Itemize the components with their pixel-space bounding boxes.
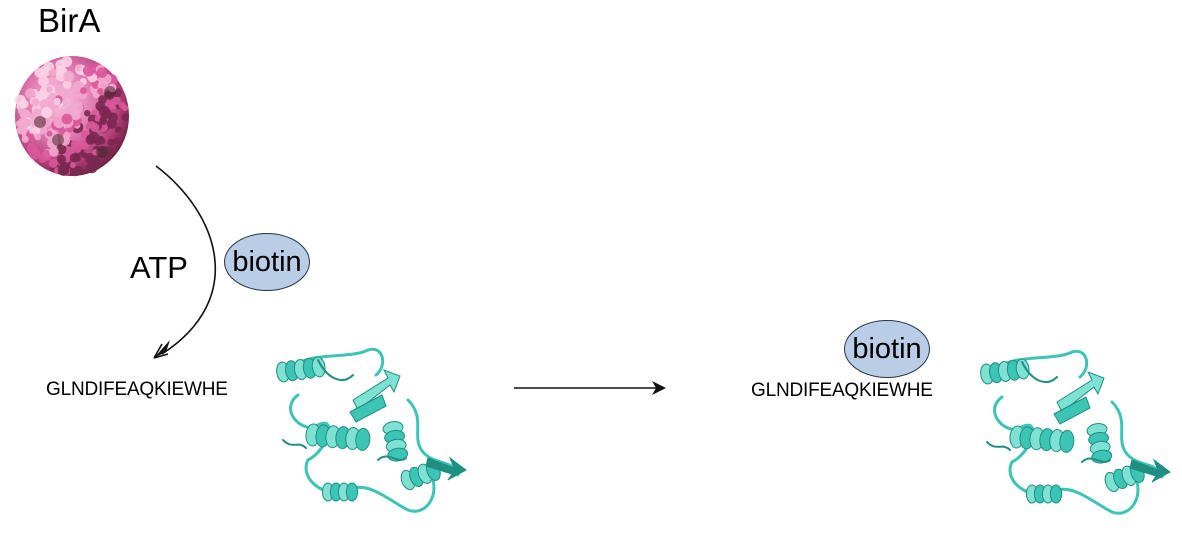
biotin-left: biotin — [224, 233, 310, 291]
peptide-sequence-left: GLNDIFEAQKIEWHE — [46, 379, 228, 400]
target-protein-ribbon-icon — [276, 347, 467, 513]
peptide-sequence-right: GLNDIFEAQKIEWHE — [751, 380, 933, 401]
bira-protein-sphere-icon — [14, 56, 130, 177]
curved-arrow-icon — [153, 165, 216, 359]
biotinylated-protein-ribbon-icon — [980, 349, 1171, 515]
reaction-arrow-icon — [514, 381, 666, 395]
bira-label: BirA — [38, 2, 101, 39]
biotin-right: biotin — [844, 320, 930, 378]
atp-label: ATP — [130, 250, 188, 285]
